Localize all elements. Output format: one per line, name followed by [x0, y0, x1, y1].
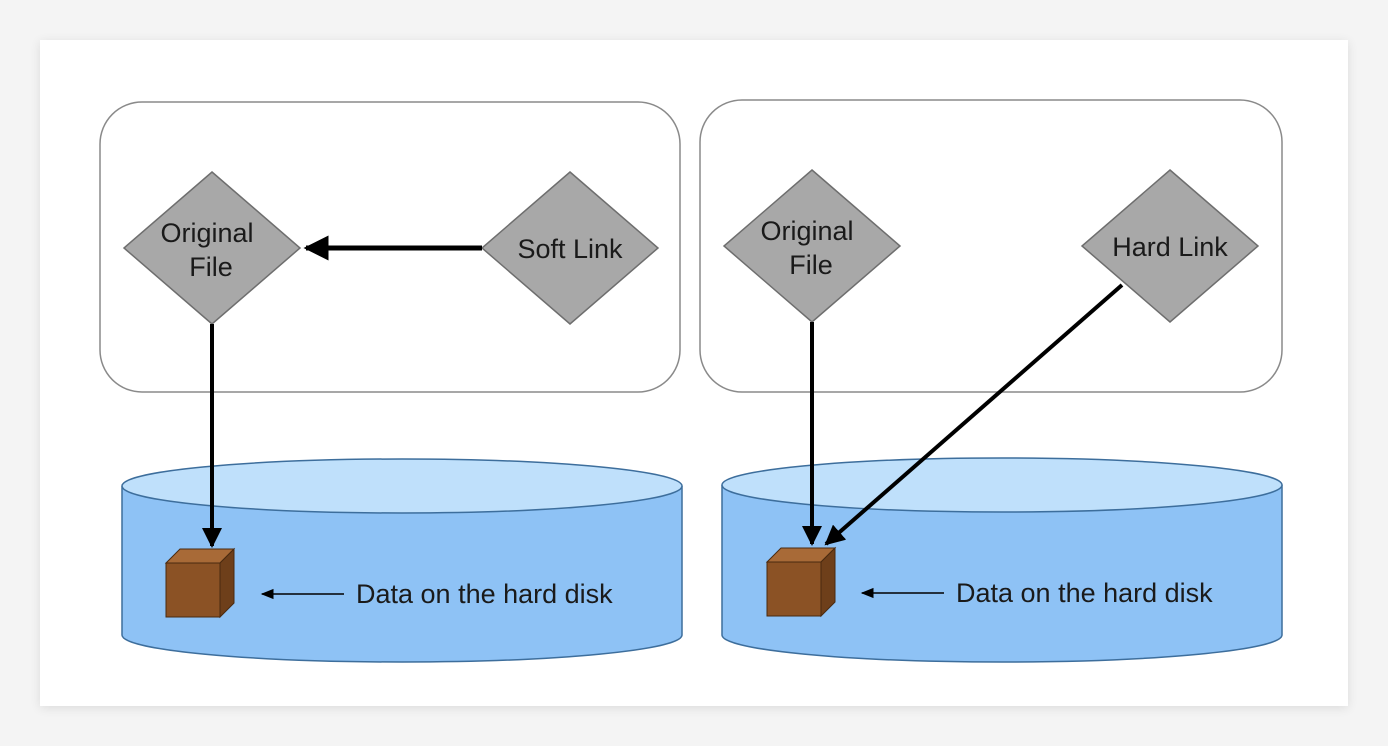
- original-file-label-line2: File: [189, 252, 233, 282]
- hard-link-panel: Original File Hard Link Data on the hard…: [699, 99, 1283, 663]
- data-block: [164, 547, 236, 619]
- filesystem-box: [699, 99, 1283, 393]
- original-file-node: Original File: [722, 169, 902, 323]
- original-file-label-line2: File: [789, 250, 833, 280]
- original-file-label-line1: Original: [160, 218, 253, 248]
- soft-link-panel: Original File Soft Link Data on the hard…: [99, 101, 683, 663]
- data-label: Data on the hard disk: [956, 578, 1213, 608]
- original-file-label-line1: Original: [760, 216, 853, 246]
- data-label: Data on the hard disk: [356, 579, 613, 609]
- hard-link-node: Hard Link: [1080, 169, 1260, 323]
- hard-disk: [721, 457, 1283, 663]
- soft-link-node: Soft Link: [480, 171, 660, 325]
- hard-link-to-data-arrow: [824, 283, 1124, 546]
- hard-link-label: Hard Link: [1112, 232, 1228, 262]
- data-block: [765, 546, 837, 618]
- soft-link-label: Soft Link: [517, 234, 623, 264]
- hard-disk: [121, 458, 683, 663]
